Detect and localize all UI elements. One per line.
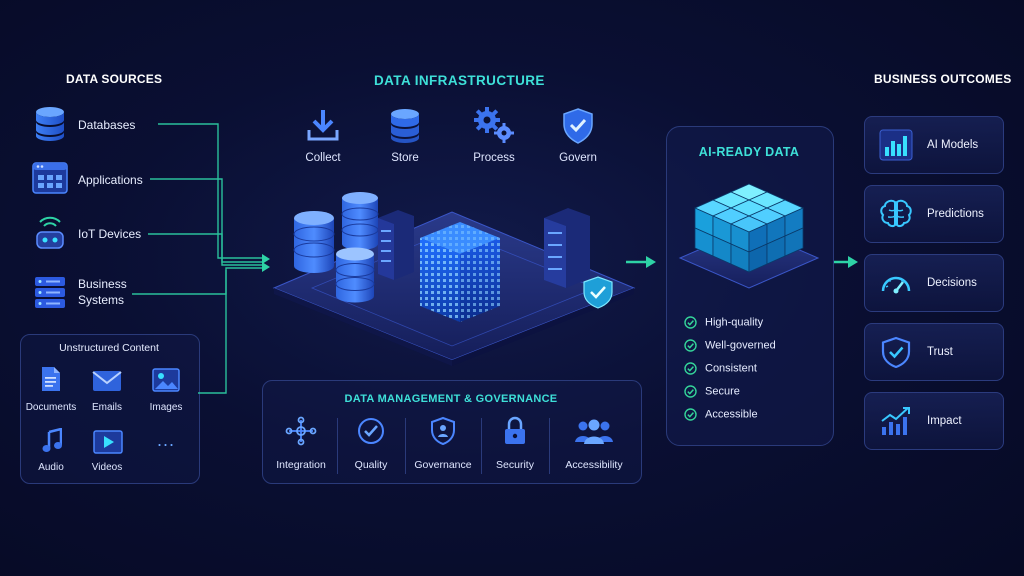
ai-ready-title: AI-READY DATA — [698, 145, 800, 159]
store-step — [389, 108, 421, 149]
check-circle-icon — [684, 408, 697, 421]
arrow-to-outcomes — [834, 256, 858, 268]
arrow-to-ai-ready — [626, 256, 656, 268]
user-group-icon — [575, 419, 613, 444]
unstructured-label-documents: Documents — [25, 402, 77, 413]
governance-item-security: Security — [486, 416, 544, 471]
check-item-well-governed: Well-governed — [684, 339, 776, 352]
outcome-label-ai-models: AI Models — [927, 139, 979, 151]
database-icon — [391, 109, 419, 143]
download-tray-icon — [307, 110, 339, 141]
divider — [481, 418, 482, 474]
unstructured-title: Unstructured Content — [59, 342, 159, 354]
iot-device-icon — [36, 216, 64, 249]
unstructured-label-videos: Videos — [91, 462, 123, 473]
check-label: High-quality — [705, 316, 764, 329]
email-icon — [92, 370, 122, 397]
source-label-business-systems: Business Systems — [78, 277, 127, 307]
unstructured-label-emails: Emails — [91, 402, 122, 413]
governance-item-quality: Quality — [342, 416, 400, 471]
governance-title: DATA MANAGEMENT & GOVERNANCE — [344, 393, 558, 405]
check-circle-icon — [684, 316, 697, 329]
outcome-card-trust: Trust — [864, 323, 1004, 381]
speedometer-icon — [881, 276, 911, 294]
source-label-applications: Applications — [78, 173, 143, 187]
check-item-consistent: Consistent — [684, 362, 757, 375]
divider — [549, 418, 550, 474]
source-iot-devices — [34, 212, 66, 257]
outcome-label-decisions: Decisions — [927, 277, 977, 289]
governance-label-integration: Integration — [276, 459, 326, 471]
source-applications — [32, 162, 68, 199]
source-business-systems — [34, 276, 66, 315]
shield-user-icon — [431, 416, 455, 446]
network-nodes-icon — [285, 416, 317, 446]
check-label: Secure — [705, 385, 740, 398]
shield-check-icon — [881, 336, 911, 368]
outcome-card-predictions: Predictions — [864, 185, 1004, 243]
collect-step — [307, 108, 339, 147]
infrastructure-platform-illustration — [272, 170, 636, 366]
governance-label-security: Security — [496, 459, 534, 471]
document-icon — [40, 366, 62, 397]
bar-chart-icon — [879, 129, 913, 161]
unstructured-label-images: Images — [149, 402, 183, 413]
padlock-icon — [505, 416, 525, 444]
check-item-secure: Secure — [684, 385, 740, 398]
outcome-label-impact: Impact — [927, 415, 962, 427]
divider — [405, 418, 406, 474]
govern-step — [562, 108, 594, 149]
growth-chart-icon — [881, 407, 910, 435]
step-label-store: Store — [391, 152, 419, 164]
outcome-label-trust: Trust — [927, 346, 953, 358]
data-management-governance-panel — [262, 380, 642, 484]
step-label-govern: Govern — [559, 152, 597, 164]
governance-item-integration: Integration — [270, 416, 332, 471]
governance-label-governance: Governance — [414, 459, 472, 471]
source-databases — [34, 106, 66, 147]
divider — [337, 418, 338, 474]
business-outcomes-heading: BUSINESS OUTCOMES — [874, 72, 1012, 86]
process-step — [472, 106, 516, 149]
governance-label-accessibility: Accessibility — [565, 459, 623, 471]
governance-item-governance: Governance — [410, 416, 476, 471]
unstructured-label-audio: Audio — [38, 462, 64, 473]
database-icon — [36, 107, 64, 141]
outcome-card-impact: Impact — [864, 392, 1004, 450]
step-label-process: Process — [473, 152, 515, 164]
source-label-iot: IoT Devices — [78, 227, 142, 241]
check-label: Consistent — [705, 362, 757, 375]
check-item-high-quality: High-quality — [684, 316, 763, 329]
check-label: Well-governed — [705, 339, 776, 352]
more-ellipsis: ... — [156, 430, 175, 450]
governance-item-accessibility: Accessibility — [556, 416, 632, 471]
music-note-icon — [42, 427, 63, 459]
data-sources-heading: DATA SOURCES — [66, 72, 163, 86]
server-rack-icon — [35, 277, 65, 308]
outcome-label-predictions: Predictions — [927, 208, 984, 220]
image-icon — [152, 368, 180, 397]
data-infrastructure-heading: DATA INFRASTRUCTURE — [374, 73, 545, 88]
unstructured-content-panel — [20, 334, 200, 484]
ai-ready-cube-illustration — [678, 183, 820, 289]
brain-icon — [880, 199, 912, 228]
outcome-card-decisions: Decisions — [864, 254, 1004, 312]
video-play-icon — [93, 430, 123, 459]
check-circle-icon — [684, 339, 697, 352]
check-label: Accessible — [705, 408, 758, 421]
check-circle-icon — [684, 385, 697, 398]
outcome-card-ai-models: AI Models — [864, 116, 1004, 174]
gears-icon — [474, 107, 514, 143]
governance-label-quality: Quality — [354, 459, 388, 471]
step-label-collect: Collect — [305, 152, 341, 164]
application-window-icon — [32, 162, 68, 194]
check-circle-icon — [358, 418, 384, 444]
source-label-databases: Databases — [78, 118, 136, 132]
shield-check-icon — [563, 108, 593, 144]
check-circle-icon — [684, 362, 697, 375]
check-item-accessible: Accessible — [684, 408, 758, 421]
